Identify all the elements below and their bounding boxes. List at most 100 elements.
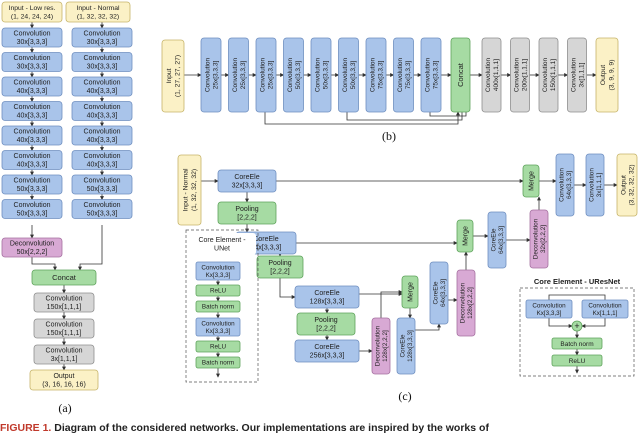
c-deconv3-text-1: Deconvolution <box>532 218 539 259</box>
a-input-low-box <box>1 1 63 23</box>
c-panel-label: (c) <box>398 389 411 403</box>
c-uresnet-relu-box <box>551 354 603 367</box>
b-conv-6-box <box>338 37 359 113</box>
a-left-conv-4-text-2: 40x[3,3,3] <box>17 113 48 120</box>
c-merge1-text-1: Merge <box>407 282 414 302</box>
c-uresnet-conv1-box <box>525 299 573 319</box>
c-uresnet-edge-in <box>548 294 577 300</box>
c-conv-b-text-1: Convolution <box>588 168 595 202</box>
c-deconv2-box <box>456 269 476 337</box>
a-left-conv-6-box <box>1 150 63 170</box>
c-unet-item-2-text-1: ReLU <box>210 288 227 295</box>
c-core6-text-1: CoreEle <box>432 281 439 305</box>
a-right-conv-3-text-1: Convolution <box>84 80 121 87</box>
a-output: Output(3, 16, 16, 16) <box>29 369 99 391</box>
a-right-conv-6-box <box>71 150 133 170</box>
b-conv-7-text-1: Convolution <box>369 57 376 92</box>
c-merge2: Merge <box>456 219 474 253</box>
b-conv-2-box <box>228 37 249 113</box>
b-conv-6-text-2: 50x[3,3,3] <box>350 61 357 90</box>
b-conv-2-text-2: 25x[3,3,3] <box>240 61 247 90</box>
a-tail-conv-1-text-1: Convolution <box>46 296 83 303</box>
c-core4-text-2: 256x[3,3,3] <box>310 353 345 360</box>
a-left-conv-3-box <box>1 76 63 97</box>
c-conv-a-text-1: Convolution <box>558 168 565 202</box>
caption-figure-number: FIGURE 1. <box>0 422 52 434</box>
a-output-text-1: Output <box>53 373 74 380</box>
c-core1-text-2: 32x[3,3,3] <box>232 183 263 190</box>
c-pool2-box <box>256 255 304 279</box>
a-deconv-box <box>1 237 63 258</box>
network-diagram: Input - Low res.(1, 24, 24, 24)Input - N… <box>1 1 638 415</box>
b-tail-conv-1-text-2: 400x[1,1,1] <box>493 59 500 91</box>
b-tail-conv-4-box <box>567 37 587 113</box>
c-deconv2-text-1: Deconvolution <box>459 282 466 323</box>
c-unet-item-4-box <box>195 317 241 337</box>
c-core7-text-1: CoreEle <box>490 228 497 252</box>
c-pool3-text-1: Pooling <box>314 317 337 324</box>
b-skip-3 <box>429 112 467 117</box>
b-output-text-2: (3, 9, 9, 9) <box>609 60 616 91</box>
a-left-conv-1-text-1: Convolution <box>14 31 51 38</box>
a-left-conv-8-text-2: 50x[3,3,3] <box>17 211 48 218</box>
c-unet-item-6-text-1: Batch norm <box>202 360 234 367</box>
connector-edges <box>30 22 618 378</box>
b-conv-8-text-1: Convolution <box>397 57 404 92</box>
b-concat-text-1: Concat <box>456 62 465 87</box>
c-uresnet-edge-1 <box>548 318 573 328</box>
b-tail-conv-2-box <box>510 37 530 113</box>
c-unet-title-box <box>188 233 256 255</box>
c-core6-box <box>429 261 449 325</box>
a-left-conv-6-text-2: 40x[3,3,3] <box>17 162 48 169</box>
c-unet-item-6-box <box>195 356 241 369</box>
c-output-text-2: (3, 32, 32, 32) <box>628 164 635 205</box>
a-tail-conv-2-text-1: Convolution <box>46 322 83 329</box>
a-concat-box <box>31 269 97 286</box>
b-conv-3-box <box>255 37 277 113</box>
a-right-conv-7-text-1: Convolution <box>84 178 121 185</box>
a-left-conv-6-text-1: Convolution <box>14 153 51 160</box>
c-pool1-text-1: Pooling <box>235 206 258 213</box>
a-input-normal: Input - Normal(1, 32, 32, 32) <box>65 1 131 23</box>
a-left-conv-7-text-1: Convolution <box>14 178 51 185</box>
c-merge1-box <box>401 275 419 309</box>
c-pool1: Pooling[2,2,2] <box>217 201 277 225</box>
a-left-conv-1-box <box>1 27 63 48</box>
c-uresnet-bn-box <box>551 337 603 350</box>
a-tail-conv-3-text-2: 3x[1,1,1] <box>51 356 78 363</box>
c-core3-box <box>294 285 360 309</box>
c-uresnet-edge-in2 <box>577 294 606 300</box>
b-tail-conv-3-text-1: Convolution <box>542 57 549 92</box>
a-right-conv-8-box <box>71 199 133 219</box>
b-output: Output(3, 9, 9, 9) <box>595 37 619 113</box>
c-deconv1-box <box>371 317 391 375</box>
c-uresnet-inset-frame <box>519 287 635 377</box>
a-right-conv-6-text-1: Convolution <box>84 153 121 160</box>
b-output-text-1: Output <box>600 65 607 86</box>
c-core5-box <box>396 317 416 375</box>
c-input-box <box>177 154 202 226</box>
c-uresnet-conv2-box <box>581 299 629 319</box>
b-concat-box <box>450 37 471 113</box>
b-conv-1-text-2: 25x[3,3,3] <box>212 61 219 90</box>
c-core5-text-2: 128x[3,3,3] <box>407 330 414 362</box>
a-input-normal-text-1: Input - Normal <box>76 5 120 12</box>
b-panel-label: (b) <box>382 129 396 143</box>
c-unet-item-4-text-2: Kx[3,3,3] <box>206 328 231 335</box>
